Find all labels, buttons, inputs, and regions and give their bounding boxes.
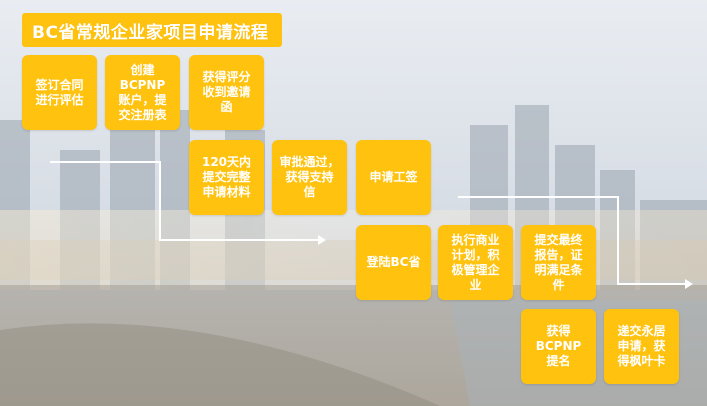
step-submit-application: 120天内 提交完整 申请材料 [189, 140, 264, 215]
step-sign-contract: 签订合同 进行评估 [22, 55, 97, 130]
page-title: BC省常规企业家项目申请流程 [22, 13, 282, 47]
page-title-text: BC省常规企业家项目申请流程 [32, 22, 269, 43]
step-receive-invitation: 获得评分 收到邀请 函 [189, 55, 264, 130]
step-create-bcpnp-account: 创建 BCPNP 账户，提 交注册表 [105, 55, 180, 130]
step-submit-final-report: 提交最终 报告，证 明满足条 件 [521, 225, 596, 300]
step-apply-work-permit: 申请工签 [356, 140, 431, 215]
step-apply-permanent-residence: 递交永居 申请，获 得枫叶卡 [604, 309, 679, 384]
step-get-bcpnp-nomination: 获得 BCPNP 提名 [521, 309, 596, 384]
step-approval-support-letter: 审批通过， 获得支持 信 [272, 140, 347, 215]
step-land-in-bc: 登陆BC省 [356, 225, 431, 300]
step-execute-business-plan: 执行商业 计划，积 极管理企 业 [438, 225, 513, 300]
